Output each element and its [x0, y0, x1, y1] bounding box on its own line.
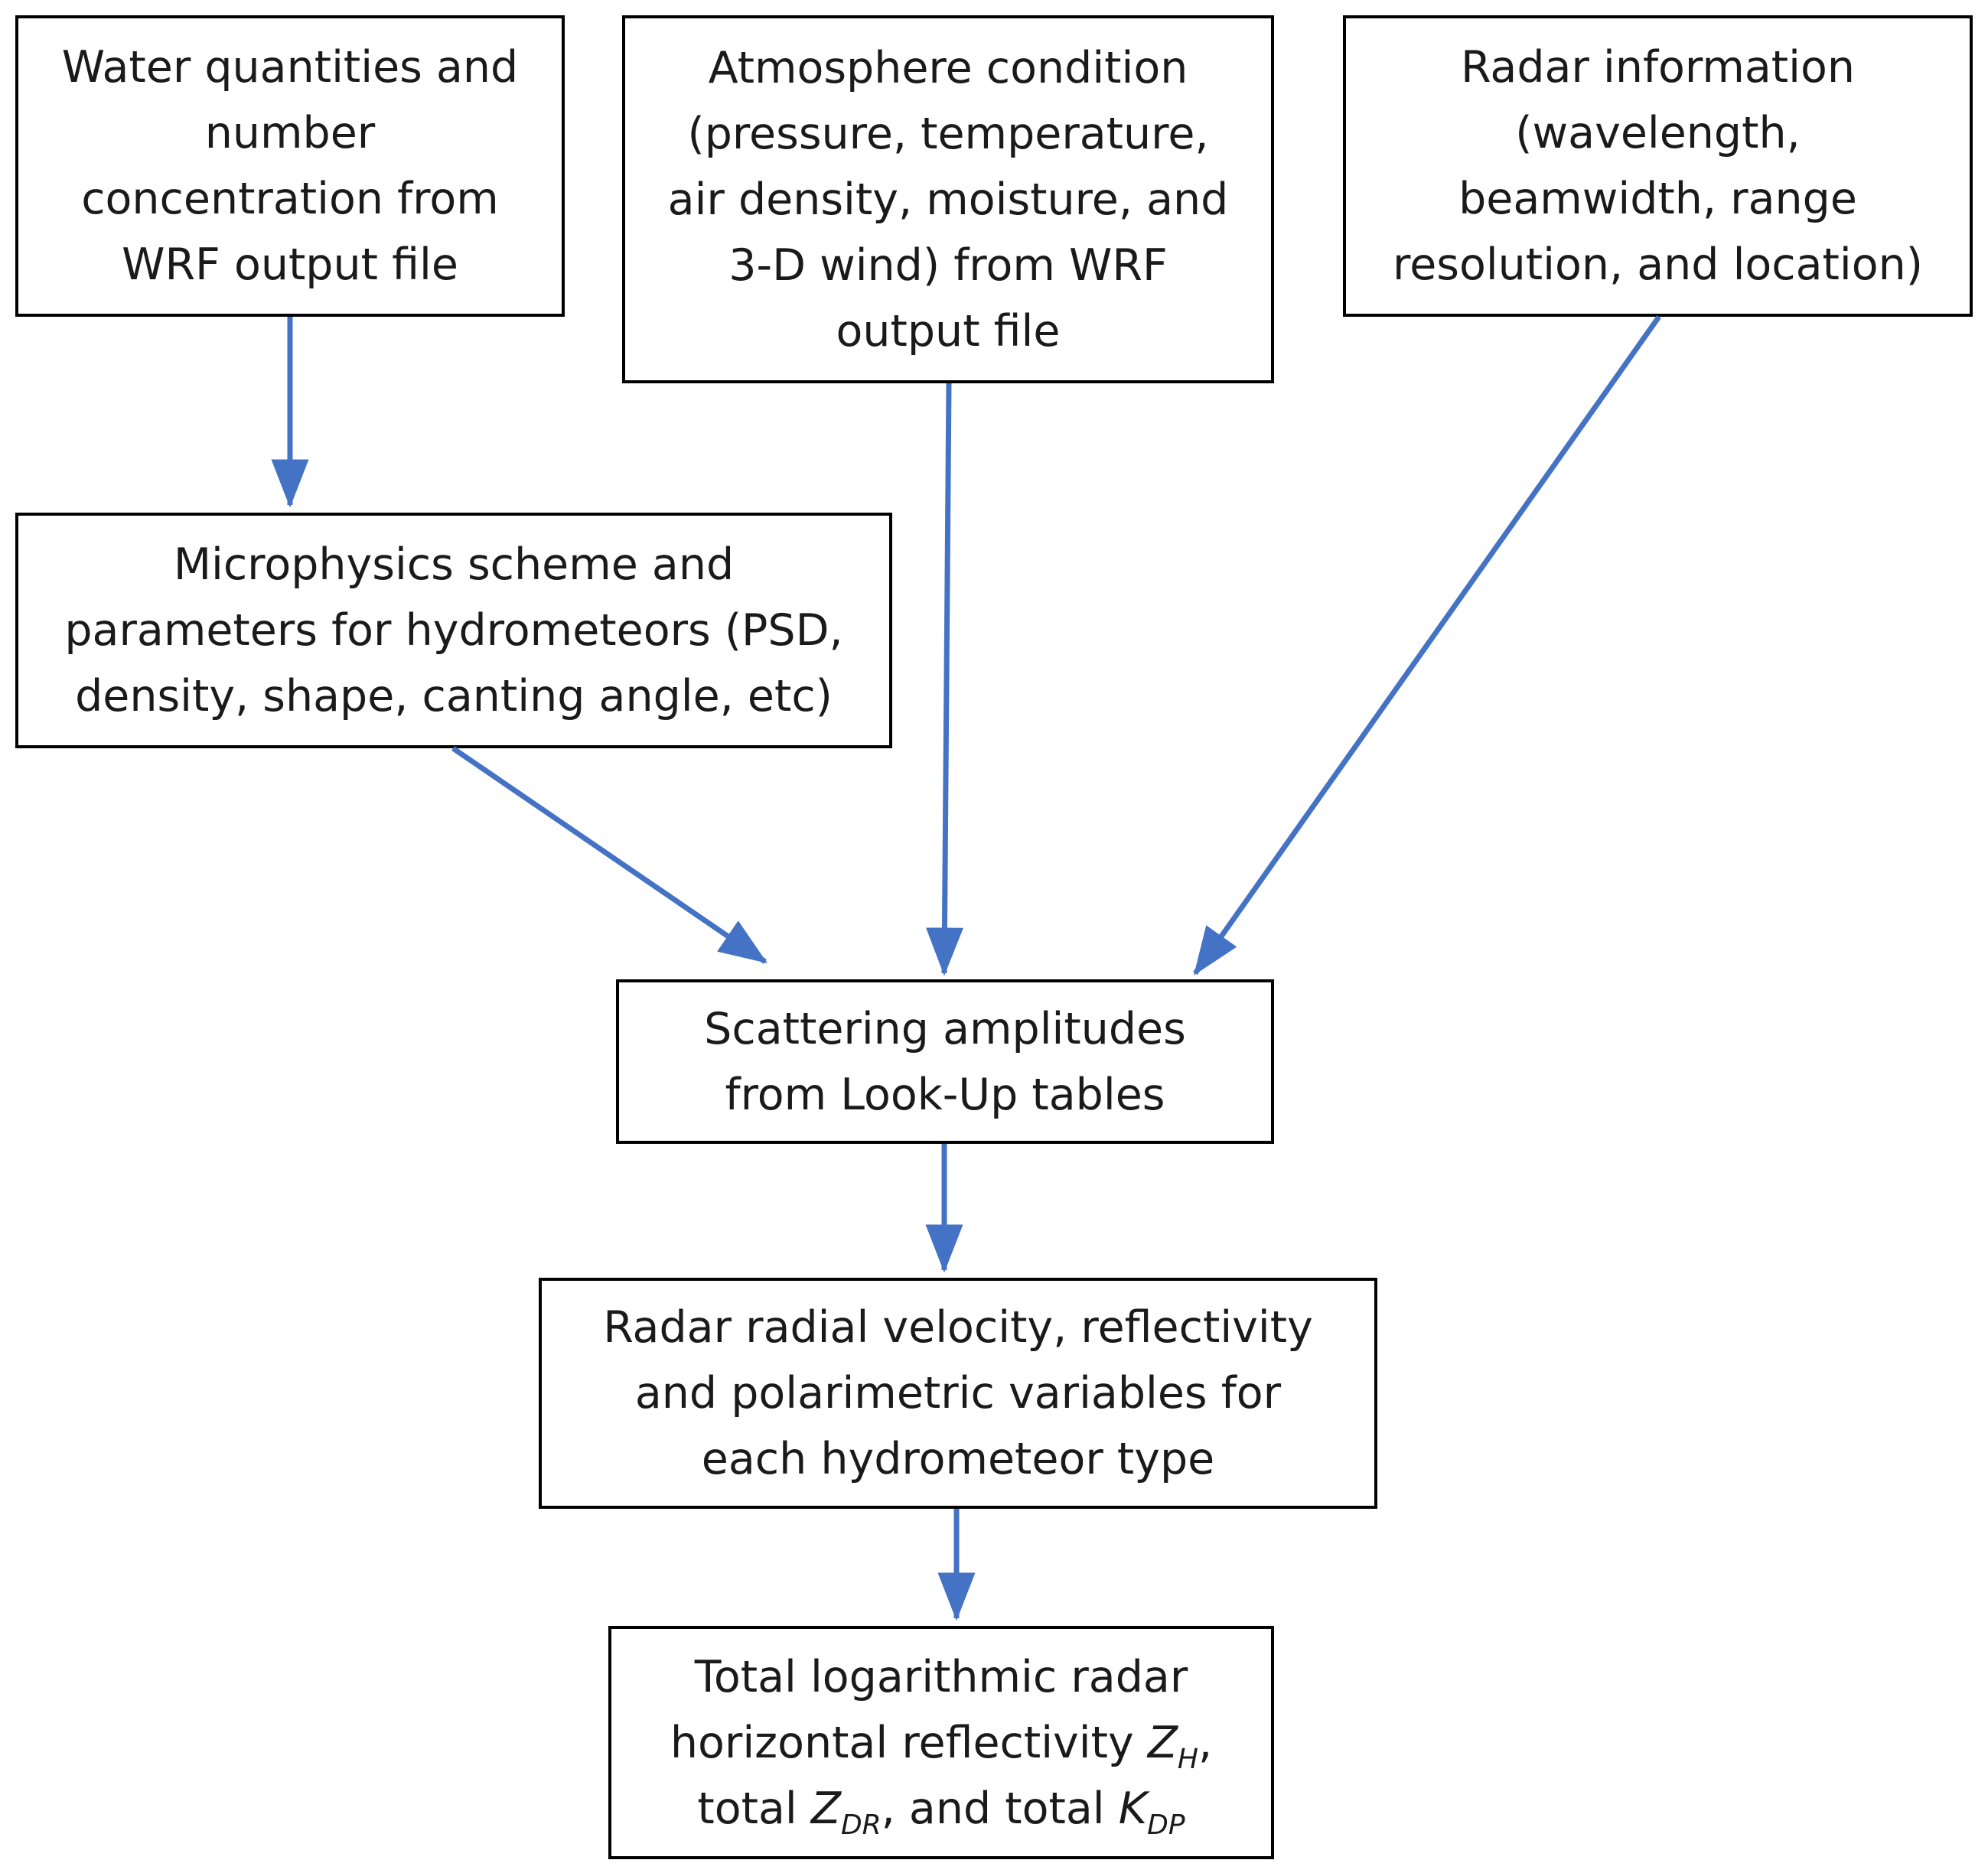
box-line: total ZDR, and total KDP	[697, 1783, 1185, 1841]
box-line: WRF output file	[122, 239, 458, 290]
box-line: parameters for hydrometeors (PSD,	[64, 605, 843, 656]
box-line: Radar radial velocity, reflectivity	[603, 1302, 1313, 1353]
box-line: Total logarithmic radar	[694, 1651, 1188, 1702]
kdp-symbol: KDP	[1118, 1783, 1185, 1841]
radar-information-box: Radar information (wavelength, beamwidth…	[1343, 15, 1973, 317]
box-line: output file	[836, 305, 1061, 357]
total-reflectivity-box: Total logarithmic radar horizontal refle…	[608, 1626, 1274, 1859]
arrow-atmosphere-to-scattering	[925, 383, 963, 976]
line-text: horizontal reflectivity	[670, 1717, 1148, 1768]
line-text: and total	[895, 1783, 1119, 1834]
zh-symbol: ZH	[1147, 1717, 1198, 1775]
box-line: number	[204, 108, 376, 158]
box-line: 3-D wind) from WRF	[728, 239, 1168, 291]
line-text: total	[697, 1783, 811, 1834]
box-line: Microphysics scheme and	[173, 539, 735, 590]
box-line: from Look-Up tables	[725, 1069, 1165, 1120]
zdr-symbol: ZDR	[810, 1783, 882, 1841]
box-line: resolution, and location)	[1393, 239, 1923, 290]
box-line: horizontal reflectivity ZH,	[670, 1717, 1213, 1775]
box-line: density, shape, canting angle, etc)	[75, 671, 833, 722]
box-line: Radar information	[1461, 42, 1855, 93]
arrow-microphysics-to-scattering	[451, 746, 767, 964]
box-line: air density, moisture, and	[667, 174, 1229, 225]
box-line: and polarimetric variables for	[634, 1368, 1282, 1419]
box-line: Atmosphere condition	[708, 42, 1188, 93]
box-line: beamwidth, range	[1458, 174, 1857, 224]
water-quantities-box: Water quantities and number concentratio…	[15, 15, 565, 317]
radar-variables-box: Radar radial velocity, reflectivity and …	[539, 1278, 1377, 1509]
box-line: Water quantities and	[61, 42, 519, 93]
box-line: Scattering amplitudes	[704, 1003, 1186, 1054]
microphysics-box: Microphysics scheme and parameters for h…	[15, 513, 892, 748]
box-line: (wavelength,	[1515, 108, 1801, 158]
box-line: concentration from	[81, 174, 499, 224]
scattering-amplitudes-box: Scattering amplitudes from Look-Up table…	[616, 979, 1274, 1144]
box-line: (pressure, temperature,	[687, 108, 1209, 159]
box-line: each hydrometeor type	[701, 1434, 1215, 1484]
atmosphere-condition-box: Atmosphere condition (pressure, temperat…	[622, 15, 1274, 383]
arrow-radar-info-to-scattering	[1193, 314, 1661, 976]
